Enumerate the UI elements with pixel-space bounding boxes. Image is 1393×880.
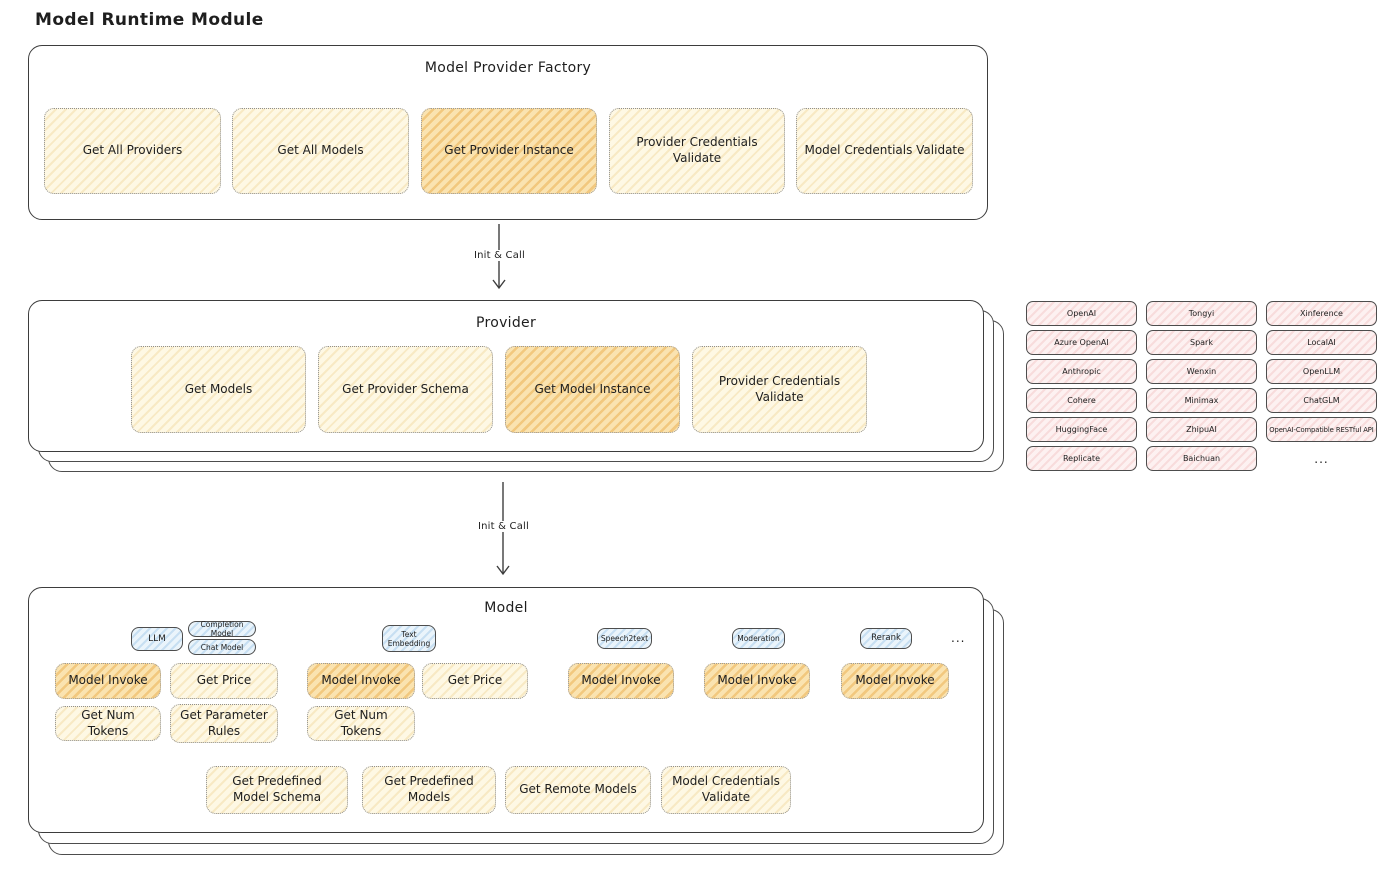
node-get-model-instance: Get Model Instance [505, 346, 680, 433]
type-chip-llm: LLM [131, 627, 183, 651]
node-get-remote-models: Get Remote Models [505, 766, 651, 814]
node-get-provider-instance: Get Provider Instance [421, 108, 597, 194]
type-chips-more: ... [951, 631, 966, 645]
provider-chip-localai: LocalAI [1266, 330, 1377, 355]
factory-container: Model Provider Factory Get All Providers… [28, 45, 988, 220]
provider-chip-openllm: OpenLLM [1266, 359, 1377, 384]
provider-chip-zhipuai: ZhipuAI [1146, 417, 1257, 442]
provider-chip-xinference: Xinference [1266, 301, 1377, 326]
type-chip-speech2text: Speech2text [597, 628, 652, 649]
node-model-credentials-validate-factory: Model Credentials Validate [796, 108, 973, 194]
provider-chip-huggingface: HuggingFace [1026, 417, 1137, 442]
provider-chip-wenxin: Wenxin [1146, 359, 1257, 384]
node-get-all-providers: Get All Providers [44, 108, 221, 194]
provider-chip-cohere: Cohere [1026, 388, 1137, 413]
provider-title: Provider [475, 315, 537, 331]
provider-chip-anthropic: Anthropic [1026, 359, 1137, 384]
node-model-invoke-text-embedding: Model Invoke [307, 663, 415, 699]
provider-chip-replicate: Replicate [1026, 446, 1137, 471]
factory-title: Model Provider Factory [424, 60, 592, 76]
node-model-invoke-speech2text: Model Invoke [568, 663, 674, 699]
type-chip-rerank: Rerank [860, 628, 912, 649]
node-model-invoke-llm: Model Invoke [55, 663, 161, 699]
node-get-all-models: Get All Models [232, 108, 409, 194]
page-title: Model Runtime Module [35, 10, 264, 30]
provider-chip-minimax: Minimax [1146, 388, 1257, 413]
node-get-num-tokens-text-embedding: Get Num Tokens [307, 706, 415, 741]
type-chip-chat-model: Chat Model [188, 639, 256, 655]
node-get-price-text-embedding: Get Price [422, 663, 528, 699]
node-model-credentials-validate-model: Model Credentials Validate [661, 766, 791, 814]
model-container: Model LLM Completion Model Chat Model Te… [28, 587, 984, 833]
provider-chip-tongyi: Tongyi [1146, 301, 1257, 326]
provider-chip-chatglm: ChatGLM [1266, 388, 1377, 413]
node-get-parameter-rules-llm: Get Parameter Rules [170, 704, 278, 743]
provider-catalog-grid: OpenAI Tongyi Xinference Azure OpenAI Sp… [1026, 301, 1377, 471]
node-get-price-llm: Get Price [170, 663, 278, 699]
node-provider-credentials-validate-provider: Provider Credentials Validate [692, 346, 867, 433]
node-get-provider-schema: Get Provider Schema [318, 346, 493, 433]
node-model-invoke-moderation: Model Invoke [704, 663, 810, 699]
type-chip-text-embedding: Text Embedding [382, 625, 436, 652]
model-title: Model [484, 600, 528, 616]
provider-container: Provider Get Models Get Provider Schema … [28, 300, 984, 452]
node-get-num-tokens-llm: Get Num Tokens [55, 706, 161, 741]
arrow-label-init-call-1: Init & Call [470, 250, 530, 261]
provider-chip-spark: Spark [1146, 330, 1257, 355]
type-chip-moderation: Moderation [732, 628, 785, 649]
node-get-predefined-models: Get Predefined Models [362, 766, 496, 814]
node-provider-credentials-validate-factory: Provider Credentials Validate [609, 108, 785, 194]
provider-chip-azure-openai: Azure OpenAI [1026, 330, 1137, 355]
node-model-invoke-rerank: Model Invoke [841, 663, 949, 699]
provider-chip-openai-compatible-restful-api: OpenAI-Compatible RESTful API [1266, 417, 1377, 442]
type-chip-completion-model: Completion Model [188, 620, 256, 638]
node-get-predefined-model-schema: Get Predefined Model Schema [206, 766, 348, 814]
provider-chip-baichuan: Baichuan [1146, 446, 1257, 471]
arrow-label-init-call-2: Init & Call [474, 521, 534, 532]
arrow-provider-to-model [496, 482, 510, 576]
node-get-models: Get Models [131, 346, 306, 433]
provider-chip-openai: OpenAI [1026, 301, 1137, 326]
provider-catalog-more: ... [1314, 451, 1329, 466]
